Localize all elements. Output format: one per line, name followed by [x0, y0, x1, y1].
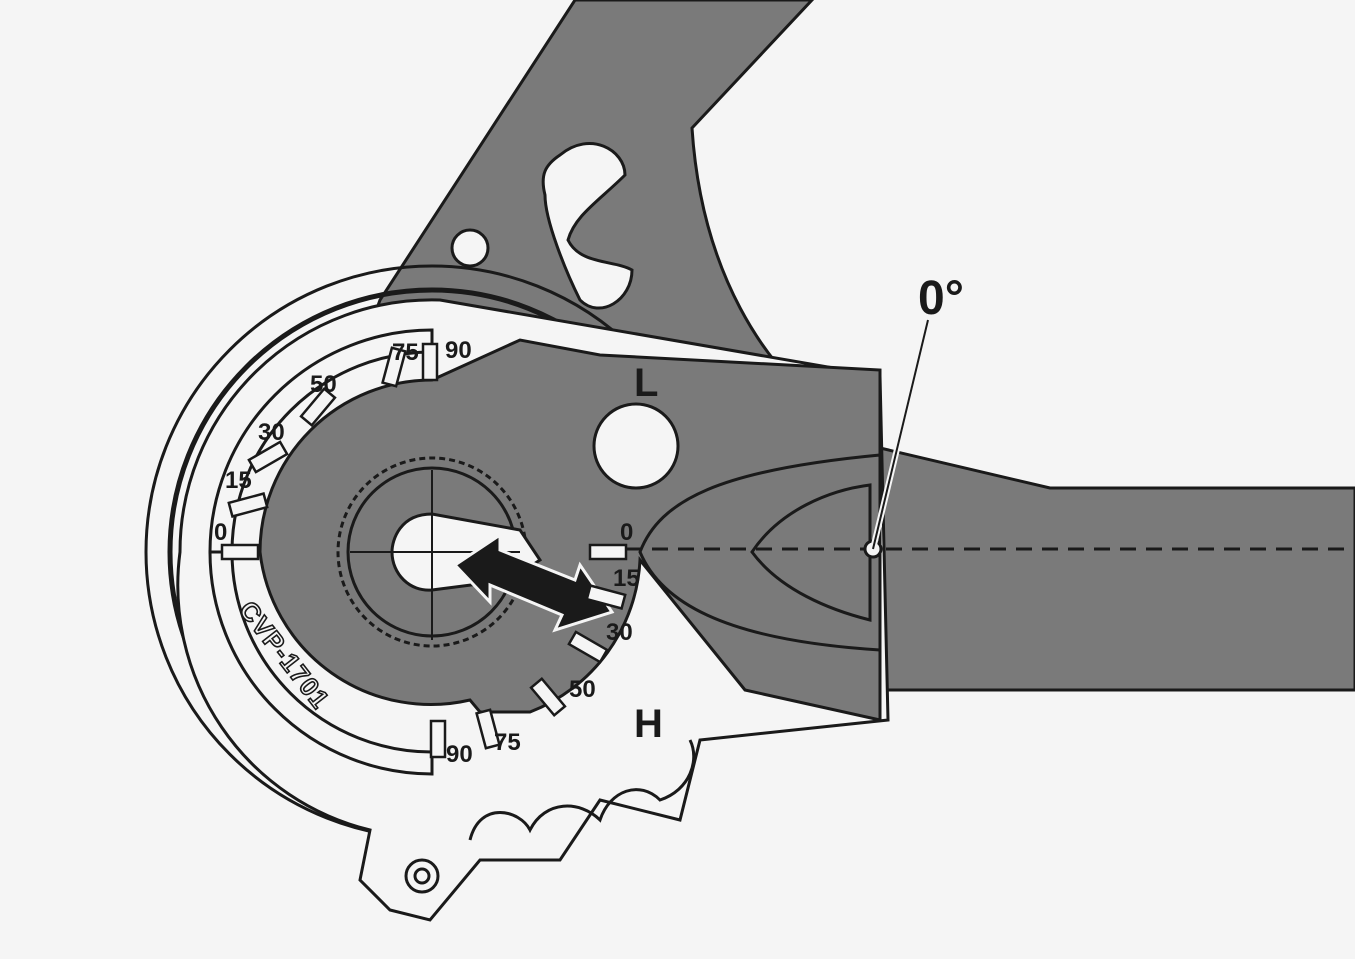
low-scale-ticks: [220, 342, 439, 561]
high-tick-90: [429, 719, 447, 759]
low-scale-label-50: 50: [310, 371, 337, 398]
adjustment-arrow: [452, 532, 615, 633]
high-scale-label-15: 15: [613, 565, 640, 592]
low-scale-label-30: 30: [258, 419, 285, 446]
high-tick-75: [475, 708, 501, 750]
low-tick-0: [220, 543, 260, 561]
tool-mount-bolt-inner: [413, 867, 431, 885]
low-position-label: L: [634, 361, 658, 405]
low-tick-90: [421, 342, 439, 382]
low-tick-50: [299, 386, 337, 428]
high-tick-50: [529, 676, 567, 718]
high-scale-label-0: 0: [620, 519, 633, 546]
high-scale-label-30: 30: [606, 619, 633, 646]
zero-marker-leader-core: [872, 319, 929, 550]
low-tick-15: [227, 492, 269, 518]
tool-mount-bolt-outer: [404, 858, 440, 894]
frame-slot-cutout: [541, 142, 634, 310]
low-scale-label-15: 15: [225, 467, 252, 494]
high-tick-0: [588, 543, 628, 561]
low-scale-label-0: 0: [214, 519, 227, 546]
frame-hole-small: [450, 228, 490, 268]
low-scale-label-90: 90: [445, 337, 472, 364]
high-position-label: H: [634, 702, 663, 746]
frame-hole-large: [592, 402, 680, 490]
high-scale-ticks: [429, 543, 628, 759]
high-tick-30: [567, 630, 609, 664]
high-scale-label-50: 50: [569, 676, 596, 703]
low-tick-30: [247, 440, 289, 474]
low-tick-75: [381, 346, 407, 388]
zero-angle-label: 0°: [918, 272, 964, 325]
high-scale-label-75: 75: [494, 729, 521, 756]
high-scale-label-90: 90: [446, 741, 473, 768]
low-scale-label-75: 75: [392, 339, 419, 366]
chainstay-contour-inner: [750, 483, 872, 622]
high-tick-15: [585, 584, 627, 610]
tool-teeth: [468, 739, 696, 841]
